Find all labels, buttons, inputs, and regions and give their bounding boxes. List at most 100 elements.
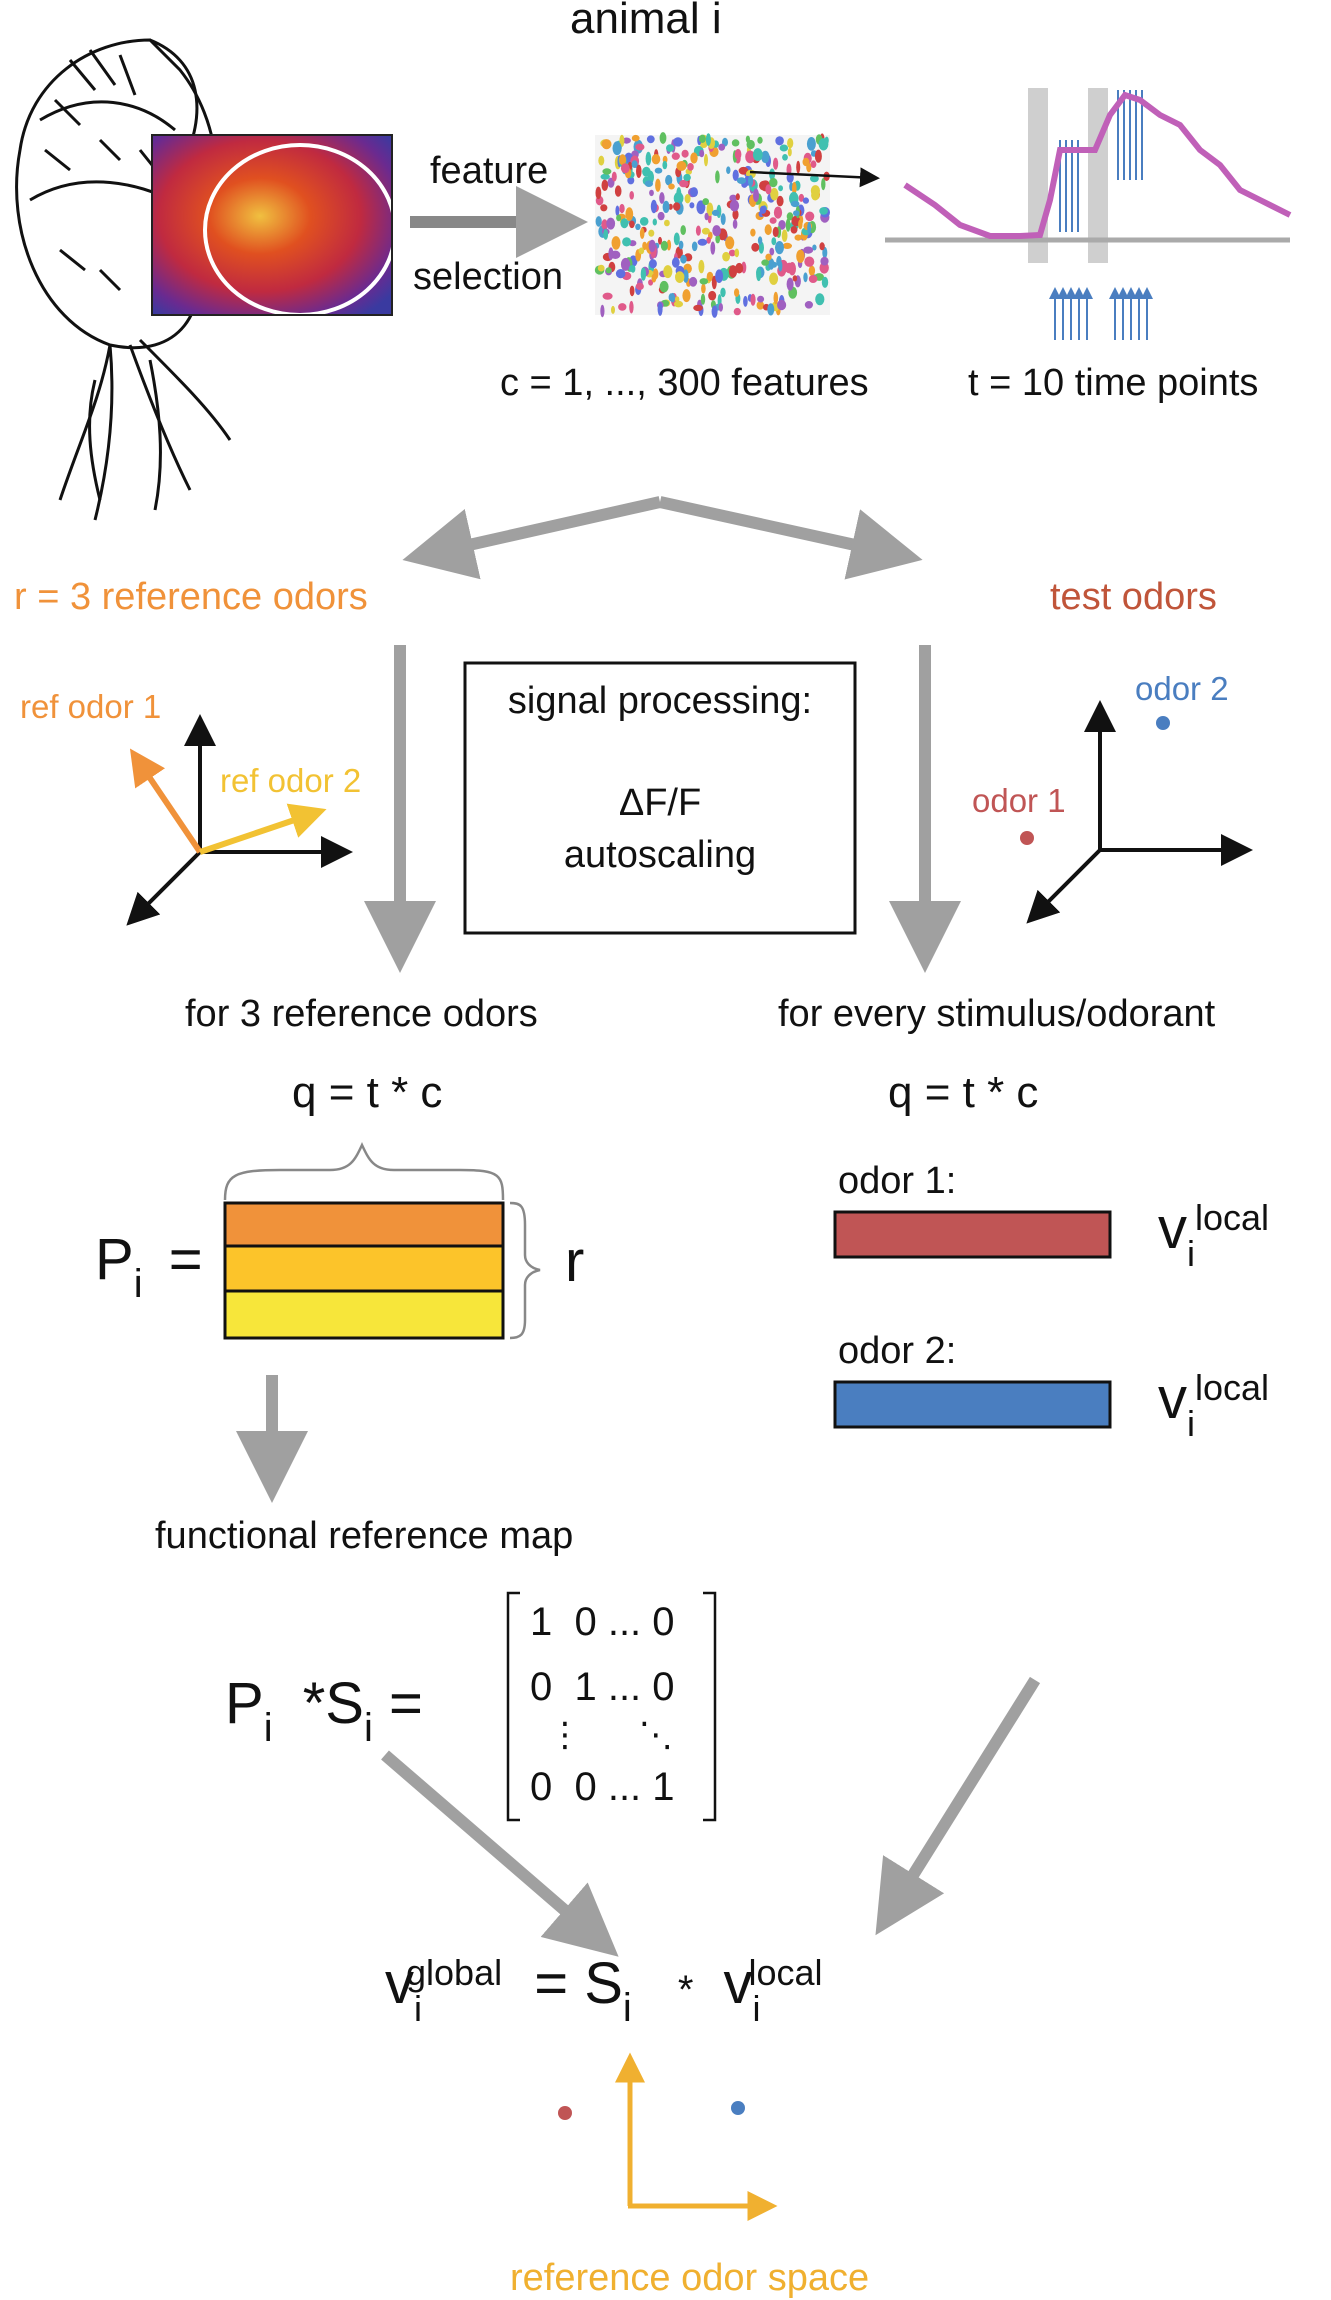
feature-dot [675, 271, 685, 283]
feature-dot [600, 204, 608, 212]
odor-1-label: odor 1: [838, 1160, 957, 1202]
identity-row-4: 0 0 ... 1 [530, 1765, 675, 1809]
feature-dot [710, 241, 716, 255]
feature-dot [769, 177, 778, 188]
selection-label: selection [413, 256, 563, 298]
feature-dot [620, 163, 630, 174]
feature-dot [787, 147, 792, 157]
identity-row-2: 0 1 ... 0 [530, 1665, 675, 1709]
feature-dot [756, 301, 765, 310]
feature-dot [668, 183, 675, 190]
feature-dot [704, 153, 708, 167]
feature-dot [615, 205, 620, 217]
feature-dot [629, 220, 635, 229]
feature-dot [615, 269, 626, 279]
feature-dot [631, 160, 638, 169]
feature-dot [802, 197, 810, 204]
feature-dot [611, 305, 615, 314]
feature-dot [671, 152, 680, 160]
feature-dot [639, 217, 649, 226]
processing-title: signal processing: [507, 680, 813, 722]
feature-dot [757, 136, 763, 144]
feature-dot [681, 149, 689, 158]
feature-dot [757, 295, 765, 303]
feature-dot [761, 150, 770, 163]
r-label: r [565, 1229, 585, 1294]
feature-dot [612, 141, 622, 156]
feature-dot [804, 301, 814, 309]
feature-dot [682, 289, 691, 303]
time-trace-plot [885, 88, 1292, 340]
identity-row-1: 1 0 ... 0 [530, 1600, 675, 1644]
feature-dot [751, 242, 760, 252]
v-local-label-1: vilocal [1158, 1196, 1270, 1274]
reference-matrix [223, 1142, 541, 1340]
feature-dot [810, 160, 817, 168]
feature-dot [690, 187, 698, 198]
feature-dot [696, 200, 706, 215]
odor-1-bar [833, 1210, 1112, 1259]
feature-dot [673, 202, 681, 211]
feature-dot [732, 209, 739, 220]
feature-dot [684, 194, 691, 204]
feature-dot [678, 240, 684, 250]
signal-processing-box [463, 661, 857, 935]
feature-dot [654, 167, 663, 174]
odor-2-global-point [731, 2101, 745, 2115]
feature-dot [708, 290, 717, 301]
feature-dot [655, 178, 661, 192]
features-caption: c = 1, ..., 300 features [500, 362, 869, 404]
feature-dot [811, 190, 820, 201]
feature-dot [750, 293, 756, 306]
feature-pointer-arrow [749, 167, 880, 188]
feature-dot [691, 241, 698, 252]
feature-dot [820, 256, 829, 266]
feature-dot [786, 172, 794, 183]
feature-dot [698, 259, 705, 274]
feature-dot [818, 138, 829, 151]
feature-dot [812, 244, 817, 251]
ref-odor-1-label: ref odor 1 [20, 688, 162, 725]
feature-dot [602, 292, 613, 300]
processing-line-1: ΔF/F [618, 782, 702, 824]
feature-dot [793, 210, 800, 217]
feature-dot [725, 236, 735, 250]
feature-dot [732, 169, 739, 181]
feature-dot [814, 149, 822, 163]
feature-dot [728, 265, 738, 278]
feature-dot [731, 139, 740, 147]
feature-dot [601, 179, 609, 191]
feature-dot [778, 185, 783, 192]
feature-dot [622, 237, 632, 247]
feature-dot [815, 293, 825, 306]
feature-dot [636, 164, 642, 178]
feature-dot [759, 205, 767, 214]
feature-dot [734, 288, 740, 297]
feature-dot [720, 213, 726, 226]
feature-dot [620, 218, 629, 229]
feature-dot [757, 236, 763, 245]
feature-dot [790, 226, 798, 234]
split-arrows [402, 496, 923, 580]
feature-dot [729, 199, 740, 212]
reference-odor-space-caption: reference odor space [510, 2257, 870, 2299]
feature-dot [695, 225, 701, 236]
odor-2-point [1156, 716, 1170, 730]
feature-dot [765, 253, 772, 261]
feature-dot [768, 258, 775, 270]
feature-dot [718, 143, 726, 151]
reference-subheading: for 3 reference odors [185, 993, 538, 1035]
reference-q-formula: q = t * c [292, 1068, 443, 1117]
feature-dot [616, 214, 622, 222]
feature-dot [728, 249, 736, 257]
feature-dot [808, 265, 816, 276]
feature-clusters-image [594, 132, 830, 318]
feature-dot [821, 276, 829, 288]
feature-dot [769, 272, 779, 285]
odor-1-point [1020, 831, 1034, 845]
feature-dot [796, 160, 801, 174]
heatmap-image [152, 135, 392, 315]
final-equation: viglobal = Si *vilocal [385, 1951, 823, 2030]
feature-dot [735, 262, 744, 274]
